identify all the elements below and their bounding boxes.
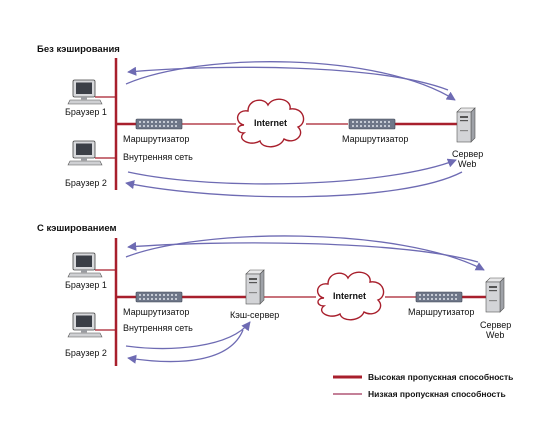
legend-high-label: Высокая пропускная способность bbox=[368, 372, 513, 382]
top-request-arrow bbox=[125, 61, 456, 101]
top-cloud-label: Internet bbox=[254, 118, 287, 128]
top-response-arrow-2 bbox=[125, 171, 463, 198]
bottom-response-arrow-1 bbox=[127, 241, 479, 263]
top-router2-label: Маршрутизатор bbox=[342, 134, 408, 144]
bottom-cache-label: Кэш-сервер bbox=[230, 310, 279, 320]
bottom-browser1-icon bbox=[67, 252, 103, 278]
bottom-server-label-1: Сервер bbox=[480, 320, 511, 330]
top-request-arrow-2 bbox=[127, 158, 457, 185]
top-title: Без кэширования bbox=[37, 44, 120, 55]
bottom-cloud-label: Internet bbox=[333, 291, 366, 301]
top-server-icon bbox=[456, 107, 476, 143]
bottom-server-label-2: Web bbox=[486, 330, 504, 340]
bottom-router2-label: Маршрутизатор bbox=[408, 307, 474, 317]
bottom-browser2-label: Браузер 2 bbox=[65, 348, 107, 358]
top-browser1-icon bbox=[67, 79, 103, 105]
top-network-label: Внутренняя сеть bbox=[123, 152, 193, 162]
top-server-label-2: Web bbox=[458, 159, 476, 169]
bottom-router1-label: Маршрутизатор bbox=[123, 307, 189, 317]
bottom-network-label: Внутренняя сеть bbox=[123, 323, 193, 333]
top-browser1-label: Браузер 1 bbox=[65, 107, 107, 117]
bottom-section: С кэшированием Браузер 1 Браузер 2 Маршр… bbox=[37, 223, 511, 366]
top-response-arrow-1 bbox=[127, 66, 449, 91]
bottom-cache-server-icon bbox=[245, 269, 265, 305]
bottom-browser2-icon bbox=[67, 312, 103, 338]
bottom-title: С кэшированием bbox=[37, 223, 117, 234]
top-router1-icon bbox=[135, 118, 183, 130]
bottom-response-arrow-2 bbox=[127, 329, 244, 364]
bottom-request-arrow-2 bbox=[125, 321, 251, 350]
top-browser2-label: Браузер 2 bbox=[65, 178, 107, 188]
top-router2-icon bbox=[348, 118, 396, 130]
top-router1-label: Маршрутизатор bbox=[123, 134, 189, 144]
bottom-browser1-label: Браузер 1 bbox=[65, 280, 107, 290]
bottom-router1-icon bbox=[135, 291, 183, 303]
bottom-server-icon bbox=[485, 277, 505, 313]
top-section: Без кэширования Браузер 1 Браузер 2 Марш… bbox=[37, 44, 483, 198]
legend-low-label: Низкая пропускная способность bbox=[368, 389, 506, 399]
top-server-label-1: Сервер bbox=[452, 149, 483, 159]
top-browser2-icon bbox=[67, 140, 103, 166]
legend: Высокая пропускная способность Низкая пр… bbox=[333, 372, 513, 399]
bottom-router2-icon bbox=[415, 291, 463, 303]
